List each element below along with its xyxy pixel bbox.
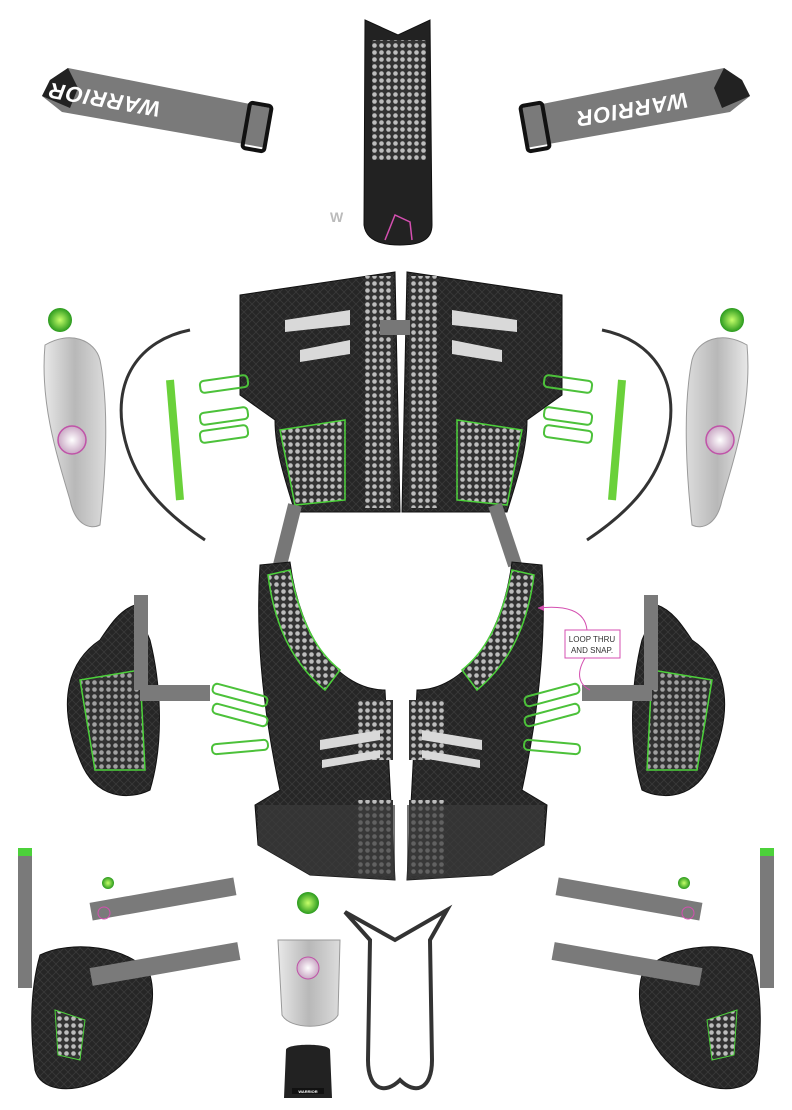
callout-line-2: AND SNAP. bbox=[571, 646, 613, 655]
sternum-shell: WARRIOR bbox=[277, 892, 341, 1098]
right-connector-strap bbox=[488, 502, 522, 568]
left-shoulder-shell bbox=[43, 307, 107, 528]
left-shoulder-strap: WARRIOR bbox=[40, 66, 274, 154]
left-bicep-pad bbox=[17, 847, 241, 1090]
right-chest-pad bbox=[401, 271, 563, 513]
left-back-pad bbox=[254, 561, 396, 881]
right-back-pad bbox=[406, 561, 548, 881]
callout-line-1: LOOP THRU bbox=[569, 635, 616, 644]
mini-logo: WARRIOR bbox=[298, 1089, 317, 1094]
w-logo-icon: W bbox=[330, 209, 344, 225]
sternum-frame bbox=[343, 904, 453, 1091]
right-shoulder-arch bbox=[543, 330, 670, 540]
right-shoulder-cap bbox=[522, 594, 726, 797]
left-connector-strap bbox=[273, 503, 302, 567]
right-shoulder-shell bbox=[685, 307, 749, 528]
sternum-pad: W bbox=[330, 19, 433, 246]
right-shoulder-strap: WARRIOR bbox=[518, 66, 752, 154]
left-chest-pad bbox=[239, 271, 401, 513]
loop-thru-callout: LOOP THRU AND SNAP. bbox=[537, 605, 621, 691]
chest-connector bbox=[380, 320, 410, 335]
right-bicep-pad bbox=[551, 847, 775, 1090]
left-shoulder-cap bbox=[66, 594, 270, 797]
left-shoulder-arch bbox=[121, 330, 248, 540]
